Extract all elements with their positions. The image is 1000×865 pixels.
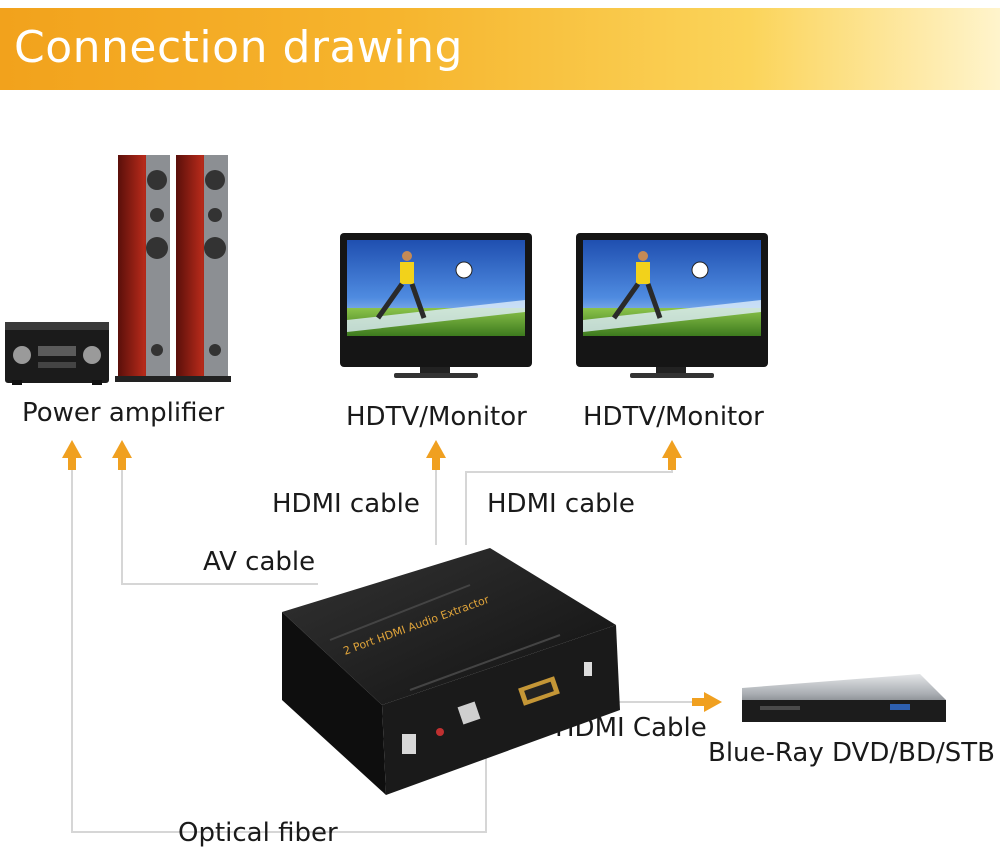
hdmi-cable-source-label: HDMI Cable	[555, 713, 707, 743]
hdmi-cable-1-label: HDMI cable	[272, 489, 420, 519]
title-banner: Connection drawing	[0, 8, 1000, 90]
hdtv-1-image	[340, 233, 532, 378]
arrow-up-av	[112, 440, 132, 458]
av-cable-line	[121, 458, 318, 585]
optical-fiber-label: Optical fiber	[178, 818, 338, 848]
power-amplifier-label: Power amplifier	[22, 398, 225, 428]
hdmi-cable-2-label: HDMI cable	[487, 489, 635, 519]
hdmi-audio-extractor-image: 2 Port HDMI Audio Extractor	[282, 548, 620, 795]
arrow-up-hdmi-2	[662, 440, 682, 458]
speakers-image	[115, 155, 231, 382]
av-cable-label: AV cable	[203, 547, 316, 577]
hdtv-monitor-1-label: HDTV/Monitor	[346, 402, 527, 432]
hdtv-monitor-2-label: HDTV/Monitor	[583, 402, 764, 432]
arrows	[62, 440, 722, 712]
amplifier-image	[5, 322, 109, 385]
hdtv-2-image	[576, 233, 768, 378]
optical-fiber-line	[71, 458, 487, 833]
page-title: Connection drawing	[14, 22, 463, 73]
blu-ray-player-image	[742, 674, 946, 722]
blu-ray-label: Blue-Ray DVD/BD/STB	[708, 738, 995, 768]
arrow-up-hdmi-1	[426, 440, 446, 458]
arrow-up-optical	[62, 440, 82, 458]
arrow-right-hdmi-source	[704, 692, 722, 712]
